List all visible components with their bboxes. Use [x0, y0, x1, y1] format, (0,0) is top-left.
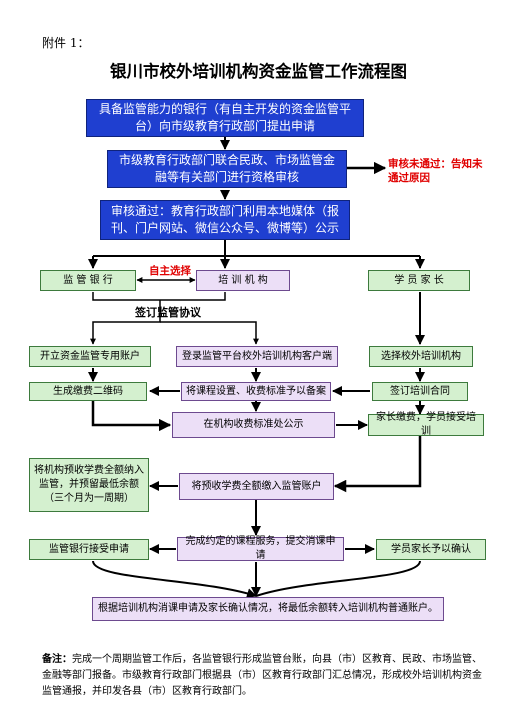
deposit-all-box: 将预收学费全额缴入监管账户 — [179, 473, 334, 500]
set-courses-box: 将课程设置、收费标准予以备案 — [181, 382, 331, 401]
open-account-box: 开立资金监管专用账户 — [29, 346, 151, 367]
step-bank-application: 具备监管能力的银行（有自主开发的资金监管平台）向市级教育行政部门提出申请 — [86, 99, 364, 137]
sign-contract-box: 签订培训合同 — [372, 382, 468, 401]
footnote: 备注：完成一个周期监管工作后，各监管银行形成监管台账，向县（市）区教育、民政、市… — [42, 652, 482, 700]
complete-service-box: 完成约定的课程服务，提交消课申请 — [177, 536, 344, 561]
pay-fees-box: 家长缴费，学员接受培训 — [368, 412, 484, 437]
party-training-institution: 培 训 机 构 — [196, 270, 290, 291]
generate-qr-box: 生成缴费二维码 — [29, 382, 147, 401]
login-client-box: 登录监管平台校外培训机构客户端 — [176, 346, 338, 367]
sign-agreement-label: 签订监管协议 — [135, 306, 201, 319]
footnote-text: 完成一个周期监管工作后，各监管银行形成监管台账，向县（市）区教育、民政、市场监管… — [42, 654, 482, 697]
parents-confirm-box: 学员家长予以确认 — [376, 539, 486, 560]
hold-funds-box: 将机构预收学费全额纳入监管，并预留最低余额（三个月为一周期） — [29, 458, 149, 512]
bank-accept-box: 监管银行接受申请 — [29, 539, 149, 560]
attachment-label: 附件 1： — [42, 36, 90, 50]
review-failed-note: 审核未通过：告知未通过原因 — [388, 158, 483, 184]
publish-fees-box: 在机构收费标准处公示 — [172, 412, 335, 438]
step-public-notice: 审核通过：教育行政部门利用本地媒体（报刊、门户网站、微信公众号、微博等）公示 — [100, 200, 350, 240]
party-parents: 学 员 家 长 — [368, 270, 470, 291]
select-institution-box: 选择校外培训机构 — [369, 346, 473, 367]
transfer-balance-box: 根据培训机构消课申请及家长确认情况，将最低余额转入培训机构普通账户。 — [92, 597, 444, 621]
self-select-label: 自主选择 — [149, 265, 191, 277]
party-supervising-bank: 监 管 银 行 — [40, 270, 136, 291]
page-title: 银川市校外培训机构资金监管工作流程图 — [110, 62, 407, 81]
step-qualification-review: 市级教育行政部门联合民政、市场监管金融等有关部门进行资格审核 — [107, 150, 347, 188]
footnote-label: 备注： — [42, 654, 72, 665]
